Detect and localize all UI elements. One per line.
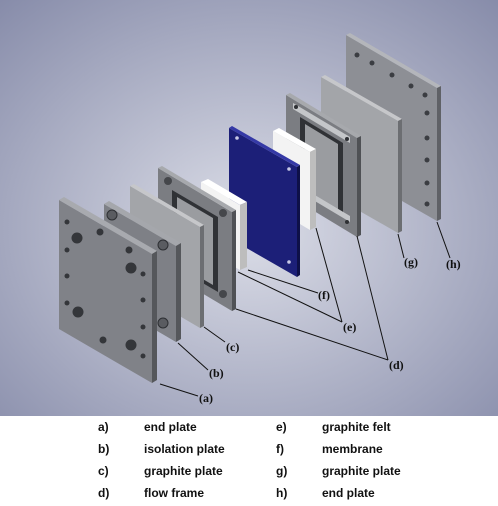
callout-c: (c)	[226, 340, 239, 354]
end-plate-a	[59, 197, 157, 383]
leader-lines	[159, 221, 451, 397]
legend-key: d)	[98, 486, 110, 500]
legend-item: h) end plate	[276, 482, 375, 504]
legend-item: a) end plate	[98, 416, 197, 438]
legend-label: end plate	[144, 420, 197, 434]
legend-key: a)	[98, 420, 109, 434]
legend-label: membrane	[322, 442, 383, 456]
legend-label: flow frame	[144, 486, 205, 500]
legend-item: b) isolation plate	[98, 438, 225, 460]
legend: a) end plate b) isolation plate c) graph…	[0, 416, 498, 506]
legend-key: c)	[98, 464, 109, 478]
legend-key: e)	[276, 420, 287, 434]
callout-f: (f)	[318, 288, 330, 302]
legend-key: b)	[98, 442, 110, 456]
legend-label: graphite plate	[322, 464, 401, 478]
legend-key: g)	[276, 464, 288, 478]
legend-item: g) graphite plate	[276, 460, 401, 482]
callout-g: (g)	[404, 255, 418, 269]
legend-item: c) graphite plate	[98, 460, 223, 482]
legend-item: e) graphite felt	[276, 416, 391, 438]
callout-d: (d)	[389, 358, 404, 372]
legend-label: isolation plate	[144, 442, 225, 456]
callout-b: (b)	[209, 366, 224, 380]
callout-e: (e)	[343, 320, 356, 334]
legend-key: f)	[276, 442, 284, 456]
exploded-stack-diagram: (a) (b) (c) (d) (e) (f) (g) (h)	[0, 0, 498, 416]
callout-h: (h)	[446, 257, 461, 271]
legend-key: h)	[276, 486, 288, 500]
legend-label: end plate	[322, 486, 375, 500]
legend-label: graphite felt	[322, 420, 391, 434]
legend-item: f) membrane	[276, 438, 383, 460]
legend-label: graphite plate	[144, 464, 223, 478]
callout-a: (a)	[199, 391, 213, 405]
legend-item: d) flow frame	[98, 482, 204, 504]
